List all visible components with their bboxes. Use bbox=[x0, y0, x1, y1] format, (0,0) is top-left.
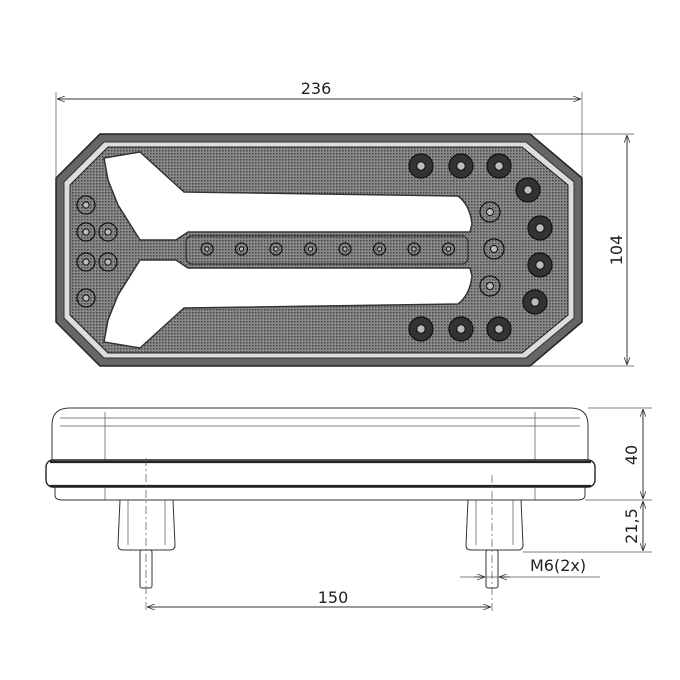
led-center bbox=[82, 258, 90, 266]
side-view bbox=[45, 407, 596, 612]
depth-dimension: 40 21,5 bbox=[523, 407, 652, 553]
flange bbox=[45, 459, 596, 488]
center-led-bar bbox=[185, 235, 469, 265]
led-center bbox=[82, 201, 90, 209]
led-center bbox=[456, 161, 466, 171]
led-center bbox=[486, 282, 494, 290]
led-center bbox=[342, 246, 348, 252]
led-center bbox=[204, 246, 210, 252]
led-center bbox=[494, 161, 504, 171]
led-center bbox=[494, 324, 504, 334]
right-stud bbox=[465, 475, 524, 612]
y-light-guide bbox=[103, 151, 473, 241]
led-center bbox=[445, 246, 452, 252]
width-label: 236 bbox=[301, 79, 332, 98]
led-center bbox=[307, 246, 314, 252]
led-center bbox=[411, 246, 417, 252]
led-center bbox=[238, 246, 245, 252]
height-label: 104 bbox=[607, 235, 626, 266]
led-center bbox=[456, 324, 466, 334]
led-center bbox=[535, 260, 545, 270]
depth-label: 40 bbox=[622, 445, 641, 465]
led-center bbox=[82, 294, 90, 302]
led-center bbox=[104, 258, 112, 266]
led-center bbox=[273, 246, 279, 252]
led-center bbox=[490, 245, 498, 253]
thread-label: M6(2x) bbox=[530, 556, 586, 575]
lens-body bbox=[51, 407, 589, 460]
led-center bbox=[416, 324, 426, 334]
led-center bbox=[486, 208, 494, 216]
stud-spacing-dimension: 150 bbox=[147, 588, 491, 607]
width-dimension: 236 bbox=[55, 79, 583, 178]
led-center bbox=[523, 185, 533, 195]
left-stud bbox=[117, 458, 176, 612]
housing-back bbox=[54, 487, 586, 501]
led-center bbox=[376, 246, 383, 252]
led-center bbox=[82, 228, 90, 236]
led-center bbox=[535, 223, 545, 233]
thread-callout: M6(2x) bbox=[460, 556, 600, 577]
led-center bbox=[530, 297, 540, 307]
y-light-guide-lower bbox=[103, 259, 473, 349]
height-dimension: 104 bbox=[530, 133, 634, 367]
led-center bbox=[416, 161, 426, 171]
stud-length-label: 21,5 bbox=[622, 508, 641, 544]
led-center bbox=[104, 228, 112, 236]
front-view bbox=[55, 133, 583, 367]
stud-spacing-label: 150 bbox=[318, 588, 349, 607]
